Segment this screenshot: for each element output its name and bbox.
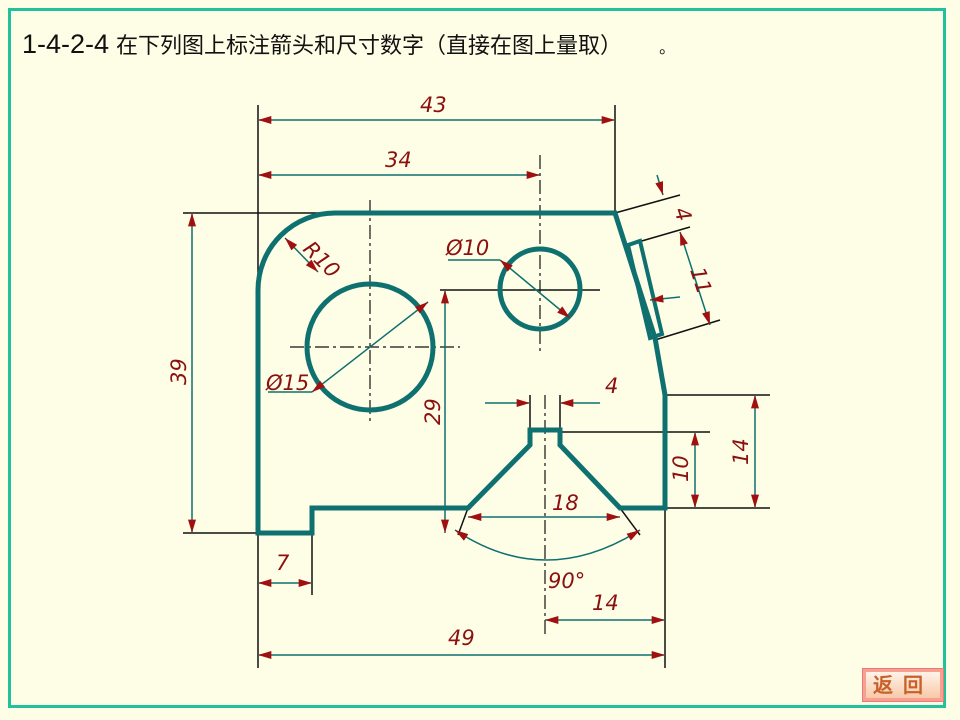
dim-14-bottom: 14 [592, 591, 619, 615]
dim-11: 11 [685, 264, 716, 297]
dim-43: 43 [420, 93, 447, 117]
radius-r10: R10 [298, 237, 344, 283]
title-text: 在下列图上标注箭头和尺寸数字（直接在图上量取） [116, 34, 623, 59]
dimension-lines [188, 116, 759, 659]
slide-frame [8, 8, 946, 708]
dim-18: 18 [552, 491, 579, 515]
page-title: 1-4-2-4 在下列图上标注箭头和尺寸数字（直接在图上量取） 。 [22, 28, 675, 60]
back-button-label: 返回 [866, 672, 940, 698]
diameter-15: Ø15 [265, 371, 309, 395]
back-button[interactable]: 返回 [862, 668, 944, 702]
title-end-mark: 。 [659, 38, 676, 57]
dim-34: 34 [385, 148, 412, 172]
dim-49: 49 [448, 626, 475, 650]
dim-39: 39 [167, 358, 191, 385]
dim-10: 10 [669, 455, 693, 482]
leader-lines [268, 174, 681, 407]
dim-4-slant: 4 [669, 204, 696, 224]
dim-4-top: 4 [605, 374, 618, 398]
dim-7: 7 [276, 551, 290, 575]
slot [625, 238, 665, 341]
diameter-10: Ø10 [445, 236, 489, 260]
angle-90: 90° [548, 569, 585, 593]
dim-14-right: 14 [729, 438, 753, 465]
large-hole [304, 281, 436, 413]
dim-29: 29 [421, 398, 445, 425]
exercise-number: 1-4-2-4 [22, 29, 110, 59]
